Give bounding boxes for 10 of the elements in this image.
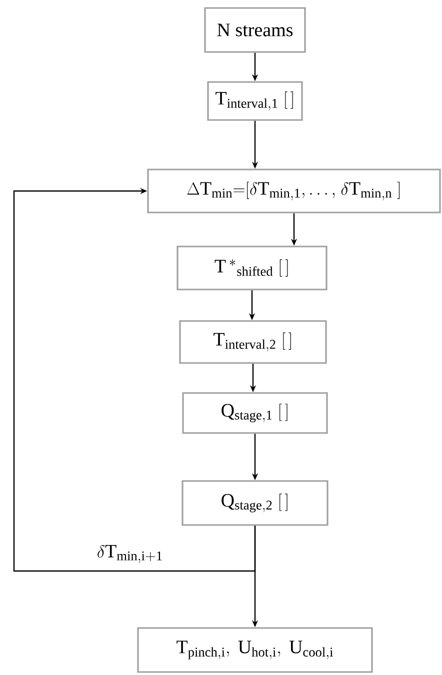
process-box: $\mathrm{T_{interval,1}\ [\,]}$ bbox=[207, 81, 303, 121]
process-box: $\mathrm{Q_{stage,2}\ [\,]}$ bbox=[182, 480, 328, 526]
process-box: $\mathrm{T_{pinch,i},\ U_{hot,i},\ U_{cool,i}}$ bbox=[137, 627, 373, 673]
process-box: $\mathrm{N\ streams}$ bbox=[204, 7, 306, 53]
arrow bbox=[13, 188, 256, 572]
process-box: $\Delta\mathrm{T_{min}{=}[}\delta\mathrm{T_{min,1},\ldots,\ }\delta\mathrm{T_{min,n}\ ]}$ bbox=[147, 168, 441, 214]
edge-label: $\delta\mathrm{T_{min,i+1}}$ bbox=[96, 544, 164, 564]
process-box: $\mathrm{Q_{stage,1}\ [\,]}$ bbox=[182, 392, 328, 434]
process-box: $\mathrm{T\,^{*}{}_{shifted}\ [\,]}$ bbox=[176, 246, 328, 290]
process-box: $\mathrm{T_{interval,2}\ [\,]}$ bbox=[179, 320, 327, 364]
